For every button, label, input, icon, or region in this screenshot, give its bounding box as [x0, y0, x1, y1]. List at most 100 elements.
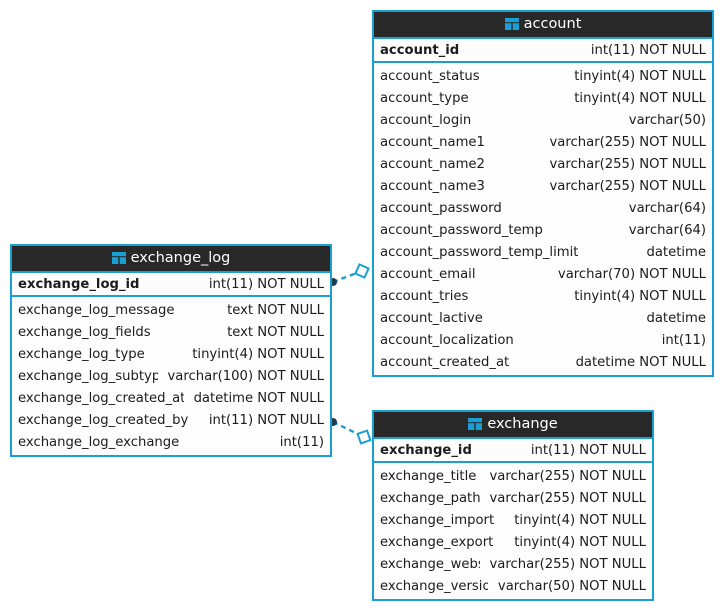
- column-type: int(11) NOT NULL: [208, 412, 324, 428]
- column-row[interactable]: account_lactive datetime: [374, 307, 712, 329]
- column-row[interactable]: account_password_temp varchar(64): [374, 219, 712, 241]
- column-name: exchange_log_type: [18, 346, 145, 362]
- column-name: account_password: [380, 200, 502, 216]
- column-row[interactable]: exchange_log_created_at datetime NOT NULL: [12, 387, 330, 409]
- column-type: int(11): [279, 434, 324, 450]
- column-name: account_login: [380, 112, 472, 128]
- column-row[interactable]: account_password_temp_limit datetime: [374, 241, 712, 263]
- entity-header-exchange[interactable]: exchange: [374, 412, 652, 437]
- column-type: varchar(255) NOT NULL: [489, 468, 647, 484]
- column-row[interactable]: exchange_log_exchange int(11): [12, 431, 330, 453]
- table-icon: [504, 16, 524, 32]
- column-type: tinyint(4) NOT NULL: [514, 534, 646, 550]
- primary-key-row[interactable]: exchange_log_id int(11) NOT NULL: [12, 271, 330, 297]
- column-type: varchar(100) NOT NULL: [167, 368, 325, 384]
- column-name: exchange_website: [380, 556, 480, 572]
- relationship-target-marker: [356, 429, 372, 445]
- column-name: exchange_import: [380, 512, 495, 528]
- column-type: tinyint(4) NOT NULL: [514, 512, 646, 528]
- column-name: account_id: [380, 42, 460, 58]
- column-type: varchar(64): [628, 222, 706, 238]
- column-name: exchange_log_exchange: [18, 434, 180, 450]
- entity-name: account: [523, 16, 582, 32]
- column-row[interactable]: exchange_log_created_by int(11) NOT NULL: [12, 409, 330, 431]
- column-row[interactable]: exchange_log_type tinyint(4) NOT NULL: [12, 343, 330, 365]
- column-name: account_email: [380, 266, 476, 282]
- column-name: account_password_temp: [380, 222, 543, 238]
- column-name: account_lactive: [380, 310, 483, 326]
- column-name: exchange_log_created_by: [18, 412, 189, 428]
- entity-header-account[interactable]: account: [374, 12, 712, 37]
- column-type: varchar(50) NOT NULL: [497, 578, 646, 594]
- entity-header-exchange_log[interactable]: exchange_log: [12, 246, 330, 271]
- column-type: datetime NOT NULL: [575, 354, 706, 370]
- column-row[interactable]: exchange_import tinyint(4) NOT NULL: [374, 509, 652, 531]
- entity-table-exchange_log[interactable]: exchange_log exchange_log_id int(11) NOT N…: [10, 244, 332, 457]
- relationship-line: [332, 269, 363, 284]
- column-type: tinyint(4) NOT NULL: [574, 288, 706, 304]
- column-type: int(11) NOT NULL: [208, 276, 324, 292]
- relationship-rel-log-exchange-exchange: [329, 418, 372, 445]
- table-icon: [111, 250, 131, 266]
- column-name: account_created_at: [380, 354, 510, 370]
- entity-name: exchange: [487, 416, 558, 432]
- column-name: account_name1: [380, 134, 485, 150]
- column-type: text NOT NULL: [227, 302, 324, 318]
- column-row[interactable]: account_name2 varchar(255) NOT NULL: [374, 153, 712, 175]
- column-row[interactable]: exchange_version varchar(50) NOT NULL: [374, 575, 652, 597]
- column-type: datetime: [646, 244, 706, 260]
- column-name: exchange_log_message: [18, 302, 175, 318]
- column-row[interactable]: exchange_website varchar(255) NOT NULL: [374, 553, 652, 575]
- column-name: exchange_path: [380, 490, 480, 506]
- column-row[interactable]: account_email varchar(70) NOT NULL: [374, 263, 712, 285]
- column-type: varchar(255) NOT NULL: [549, 156, 707, 172]
- entity-name: exchange_log: [130, 250, 231, 266]
- column-row[interactable]: account_login varchar(50): [374, 109, 712, 131]
- column-name: account_name2: [380, 156, 485, 172]
- column-type: text NOT NULL: [227, 324, 324, 340]
- column-row[interactable]: exchange_log_message text NOT NULL: [12, 299, 330, 321]
- column-row[interactable]: exchange_title varchar(255) NOT NULL: [374, 465, 652, 487]
- column-type: varchar(70) NOT NULL: [557, 266, 706, 282]
- column-type: int(11): [661, 332, 706, 348]
- column-type: int(11) NOT NULL: [530, 442, 646, 458]
- column-name: account_localization: [380, 332, 514, 348]
- column-name: exchange_id: [380, 442, 472, 458]
- column-type: datetime NOT NULL: [193, 390, 324, 406]
- column-type: tinyint(4) NOT NULL: [192, 346, 324, 362]
- relationship-line: [332, 420, 365, 439]
- primary-key-row[interactable]: exchange_id int(11) NOT NULL: [374, 437, 652, 463]
- column-type: tinyint(4) NOT NULL: [574, 68, 706, 84]
- column-row[interactable]: account_localization int(11): [374, 329, 712, 351]
- column-name: account_type: [380, 90, 469, 106]
- column-row[interactable]: account_created_at datetime NOT NULL: [374, 351, 712, 373]
- column-name: exchange_version: [380, 578, 488, 594]
- column-name: exchange_log_created_at: [18, 390, 184, 406]
- column-row[interactable]: exchange_log_fields text NOT NULL: [12, 321, 330, 343]
- column-name: exchange_title: [380, 468, 477, 484]
- column-name: exchange_log_fields: [18, 324, 151, 340]
- column-name: account_name3: [380, 178, 485, 194]
- column-type: datetime: [646, 310, 706, 326]
- column-type: varchar(50): [628, 112, 706, 128]
- column-type: varchar(255) NOT NULL: [489, 556, 647, 572]
- relationship-rel-log-created-by-account: [329, 263, 370, 286]
- column-name: exchange_log_id: [18, 276, 140, 292]
- column-name: account_password_temp_limit: [380, 244, 579, 260]
